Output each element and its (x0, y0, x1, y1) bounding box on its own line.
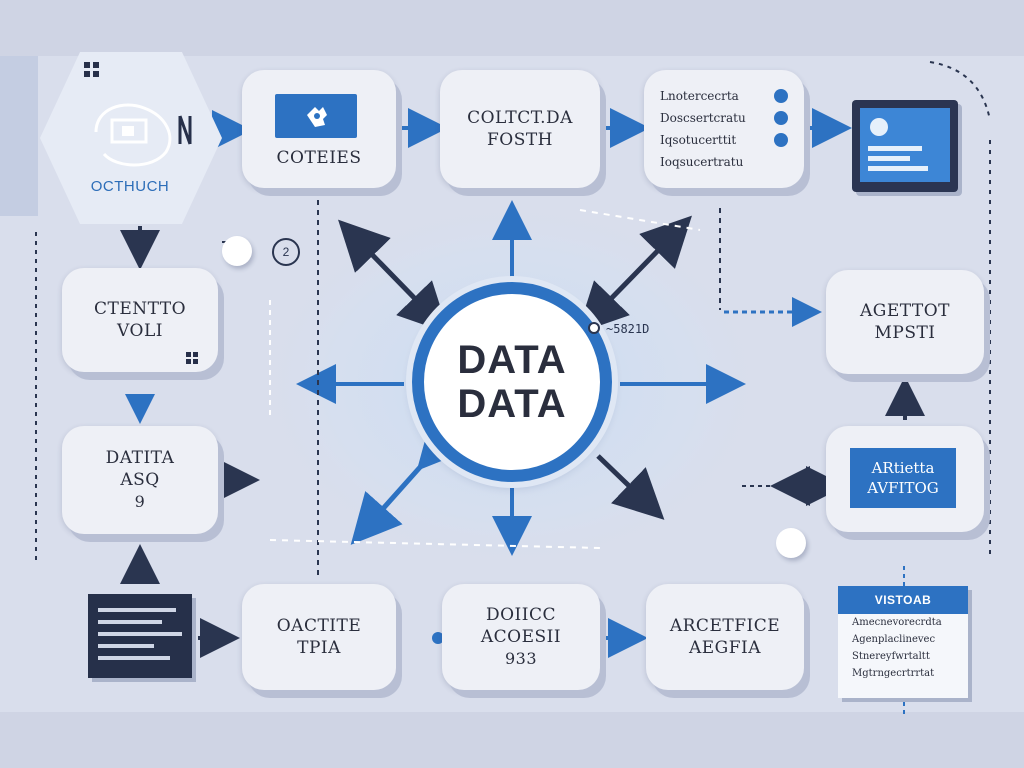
create-line1: CTENTTO (93, 299, 187, 319)
grid-icon-cell (93, 71, 99, 77)
grid-icon-cell (193, 352, 198, 357)
info-card-header: VISTOAB (838, 586, 968, 614)
agent-line1: AGETTOT (859, 301, 951, 321)
data-hub[interactable]: DATA DATA (412, 282, 612, 482)
grid-icon-cell (84, 71, 90, 77)
spoke-down-left (350, 416, 469, 545)
list-item: Ioqsucertratu (660, 151, 788, 173)
create-line2: VOLI (117, 321, 163, 341)
guide-corner-curve (929, 61, 991, 121)
arcfice-node[interactable]: ARCETFICE AEGFIA (646, 584, 804, 690)
grid-icon-cell (186, 359, 191, 364)
arcfice-line1: ARCETFICE (669, 616, 781, 636)
spoke-up-left (338, 219, 449, 334)
source-label: OCTHUCH (90, 178, 170, 195)
dolic-line1: DOIICC (485, 605, 556, 625)
list-item-text: Lnotercecrta (660, 89, 739, 103)
grid-icon-cell (186, 352, 191, 357)
list-item: Doscsertcratu (660, 107, 788, 129)
guide-top-white (579, 209, 701, 231)
list-item: Lnotercecrta (660, 85, 788, 107)
list-item: Iqsotucerttit (660, 129, 788, 151)
monitor-gauge-icon (870, 118, 888, 136)
data-ask-line2: ASQ (120, 470, 160, 490)
bullet-dot-icon (774, 111, 788, 125)
agent-node[interactable]: AGETTOT MPSTI (826, 270, 984, 374)
hub-line2: DATA (457, 382, 567, 426)
dolic-line2: ACOESII (480, 627, 562, 647)
spoke-up-right (577, 215, 692, 334)
checklist-node[interactable]: Lnotercecrta Doscsertcratu Iqsotucerttit… (644, 70, 804, 188)
info-card-line: Stnereyfwrtaltt (852, 651, 930, 662)
grid-icon-cell (84, 62, 90, 68)
source-hexagon (40, 52, 222, 224)
puzzle-icon (307, 107, 327, 127)
bullet-dot-icon (774, 133, 788, 147)
connector-bubble (222, 236, 252, 266)
arcfice-line2: AEGFIA (688, 638, 762, 658)
connector-dot-dolic (432, 632, 444, 644)
bullet-dot-icon (774, 89, 788, 103)
data-ask-line3: 9 (134, 492, 146, 511)
hub-line1: DATA (457, 338, 567, 382)
info-card-line: Amecnevorecrdta (852, 617, 942, 628)
artifact-line1: ARtietta (871, 459, 935, 477)
grid-icon-cell (193, 359, 198, 364)
connector-bubble (776, 528, 806, 558)
spoke-down-right (596, 454, 665, 520)
info-card-line: Agenplaclinevec (852, 634, 936, 645)
categories-label: COTEIES (276, 148, 362, 168)
list-item-text: Doscsertcratu (660, 111, 746, 125)
create-node[interactable]: CTENTTO VOLI (62, 268, 218, 372)
hub-tag: ~5821D (606, 322, 650, 336)
left-edge-panel (0, 56, 38, 216)
conveyor-camera-icon (94, 103, 192, 167)
document-icon (88, 594, 192, 678)
hub-tag-dot (588, 322, 600, 334)
top-band (0, 0, 1024, 56)
step-number-marker: 2 (272, 238, 300, 266)
list-item-text: Ioqsucertratu (660, 155, 744, 169)
artifact-line2: AVFITOG (867, 479, 939, 497)
categories-badge (275, 94, 357, 138)
info-card[interactable]: VISTOAB Amecnevorecrdta Agenplaclinevec … (838, 586, 968, 698)
monitor-line (868, 166, 928, 171)
data-ask-node[interactable]: DATITA ASQ 9 (62, 426, 218, 534)
dashboard-monitor-icon (852, 100, 958, 192)
agent-line2: MPSTI (874, 323, 936, 343)
list-item-text: Iqsotucerttit (660, 133, 737, 147)
dolic-node[interactable]: DOIICC ACOESII 933 (442, 584, 600, 690)
info-card-line: Mgtrngecrtrrtat (852, 668, 935, 679)
grid-icon-cell (93, 62, 99, 68)
collect-node[interactable]: COLTCT.DA FOSTH (440, 70, 600, 188)
data-ask-line1: DATITA (105, 448, 175, 468)
collect-line2: FOSTH (486, 130, 554, 150)
monitor-line (868, 156, 910, 161)
dolic-line3: 933 (504, 649, 538, 668)
cite-line2: TPIA (297, 638, 341, 658)
collect-line1: COLTCT.DA (467, 108, 573, 128)
bottom-band (0, 712, 1024, 768)
cite-node[interactable]: OACTITE TPIA (242, 584, 396, 690)
monitor-line (868, 146, 922, 151)
artifact-label: ARtietta AVFITOG (850, 448, 956, 508)
cite-line1: OACTITE (276, 616, 362, 636)
